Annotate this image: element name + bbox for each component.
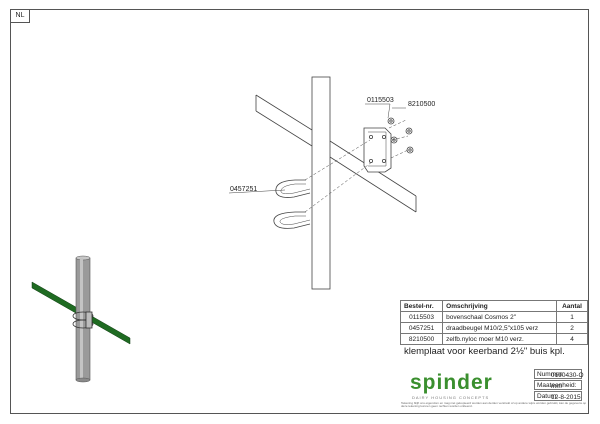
number-row: Nummer: <box>534 369 588 379</box>
table-row: 0457251 draadbeugel M10/2,5"x105 verz 2 <box>399 322 588 334</box>
table-row: 0115503 bovenschaal Cosmos 2" 1 <box>399 311 588 323</box>
table-row: 8210500 zelfb.nyloc moer M10 verz. 4 <box>399 333 588 345</box>
u-bolt-lower <box>273 211 311 229</box>
logo-tagline: DAIRY HOUSING CONCEPTS <box>412 395 490 400</box>
clamp-bracket <box>363 127 392 173</box>
disclaimer-text: Tekening blijft ons eigendom en mag niet… <box>401 401 587 409</box>
callout-ubolt: 0457251 <box>230 186 258 193</box>
date-value: 12-8-2015 <box>551 394 581 401</box>
date-row: Datum: <box>534 391 588 401</box>
quantity: 4 <box>556 333 588 345</box>
unit-label: Maateenheid: <box>534 380 582 390</box>
description: bovenschaal Cosmos 2" <box>442 311 558 323</box>
logo-wordmark: spinder <box>410 371 493 394</box>
nyloc-nuts <box>387 117 414 154</box>
date-label: Datum: <box>534 391 582 401</box>
unit-row: Maateenheid: <box>534 380 588 390</box>
unit-value: mm <box>551 383 562 390</box>
diagonal-band-upper <box>255 94 313 147</box>
callout-bracket: 0115503 <box>367 97 394 104</box>
header-quantity: Aantal <box>556 300 588 312</box>
quantity: 1 <box>556 311 588 323</box>
parts-table-header: Bestel-nr. Omschrijving Aantal <box>399 300 588 312</box>
callout-nut: 8210500 <box>408 101 436 108</box>
perspective-clamp <box>72 311 94 329</box>
header-order-number: Bestel-nr. <box>399 300 444 312</box>
order-number: 0457251 <box>399 322 444 334</box>
company-logo: spinder DAIRY HOUSING CONCEPTS <box>400 368 534 403</box>
perspective-view <box>31 255 131 383</box>
drawing-sheet-border <box>10 9 589 414</box>
description: zelfb.nyloc moer M10 verz. <box>442 333 558 345</box>
u-bolt-upper <box>275 179 311 198</box>
order-number: 8210500 <box>399 333 444 345</box>
description: draadbeugel M10/2,5"x105 verz <box>442 322 558 334</box>
vertical-post <box>311 76 331 290</box>
product-title: klemplaat voor keerband 2½" buis kpl. <box>404 346 565 357</box>
language-label: NL <box>10 9 30 23</box>
number-value: 0190430-O <box>551 372 584 379</box>
quantity: 2 <box>556 322 588 334</box>
header-description: Omschrijving <box>442 300 558 312</box>
parts-table: Bestel-nr. Omschrijving Aantal 0115503 b… <box>399 300 588 345</box>
title-block: spinder DAIRY HOUSING CONCEPTS Nummer: M… <box>400 366 588 404</box>
number-label: Nummer: <box>534 369 582 379</box>
order-number: 0115503 <box>399 311 444 323</box>
